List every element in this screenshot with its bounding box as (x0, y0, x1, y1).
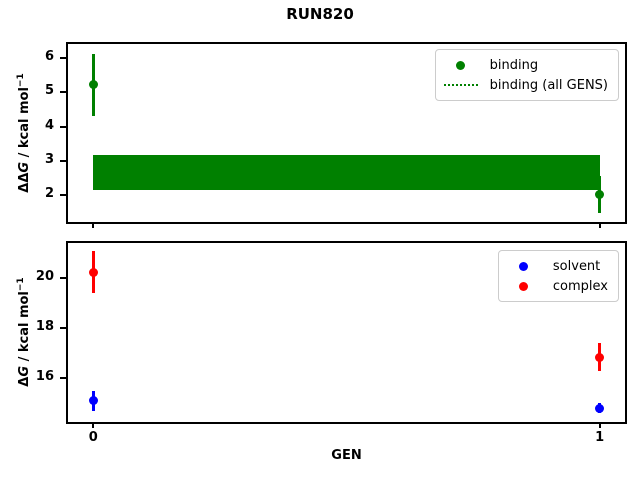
y-tick-label: 3 (44, 151, 54, 167)
y-tick-mark (60, 327, 66, 330)
figure-title: RUN820 (286, 5, 354, 23)
y-tick-mark (60, 193, 66, 196)
y-tick-label: 20 (35, 269, 54, 285)
x-tick-mark (92, 222, 95, 228)
solvent-marker-icon (519, 261, 529, 271)
y-tick-label: 4 (44, 117, 54, 133)
legend-swatch (507, 281, 541, 291)
legend-entry-solvent: solvent (507, 256, 608, 276)
x-tick-mark (92, 422, 95, 428)
y-tick-label: 5 (44, 83, 54, 99)
binding-data-point (88, 80, 98, 90)
legend-label: binding (all GENS) (489, 77, 608, 93)
x-tick-label: 0 (88, 430, 98, 445)
x-axis-label: GEN (331, 448, 362, 463)
x-tick-mark (598, 422, 601, 428)
binding-data-point (595, 190, 605, 200)
dotted-line-icon (443, 84, 478, 86)
legend-entry-complex: complex (507, 276, 608, 296)
complex-data-point (88, 267, 98, 277)
legend-label: binding (489, 57, 539, 73)
y-tick-mark (60, 377, 66, 380)
y-tick-mark (60, 91, 66, 94)
y-tick-label: 18 (35, 319, 54, 335)
binding-all-gens-band (93, 154, 600, 190)
legend-label: complex (552, 278, 608, 294)
y-tick-mark (60, 277, 66, 280)
y-tick-label: 6 (44, 49, 54, 65)
legend-swatch (444, 60, 478, 70)
solvent-data-point (595, 403, 605, 413)
y-tick-mark (60, 159, 66, 162)
binding-axes (66, 42, 627, 224)
legend-entry-binding-all-gens: binding (all GENS) (443, 75, 608, 95)
legend-swatch (507, 261, 541, 271)
legend-label: solvent (552, 258, 601, 274)
y-tick-label: 16 (35, 369, 54, 385)
legend-swatch (443, 84, 478, 86)
y-tick-mark (60, 125, 66, 128)
complex-marker-icon (519, 281, 529, 291)
x-tick-mark (598, 222, 601, 228)
binding-legend: binding binding (all GENS) (434, 49, 619, 101)
dg-legend: solvent complex (497, 250, 619, 302)
legend-entry-binding: binding (444, 55, 608, 75)
y-tick-mark (60, 57, 66, 60)
binding-marker-icon (456, 60, 466, 70)
solvent-data-point (88, 396, 98, 406)
y-tick-label: 2 (44, 185, 54, 201)
x-tick-label: 1 (595, 430, 605, 445)
complex-data-point (595, 352, 605, 362)
dg-axes (66, 241, 627, 424)
